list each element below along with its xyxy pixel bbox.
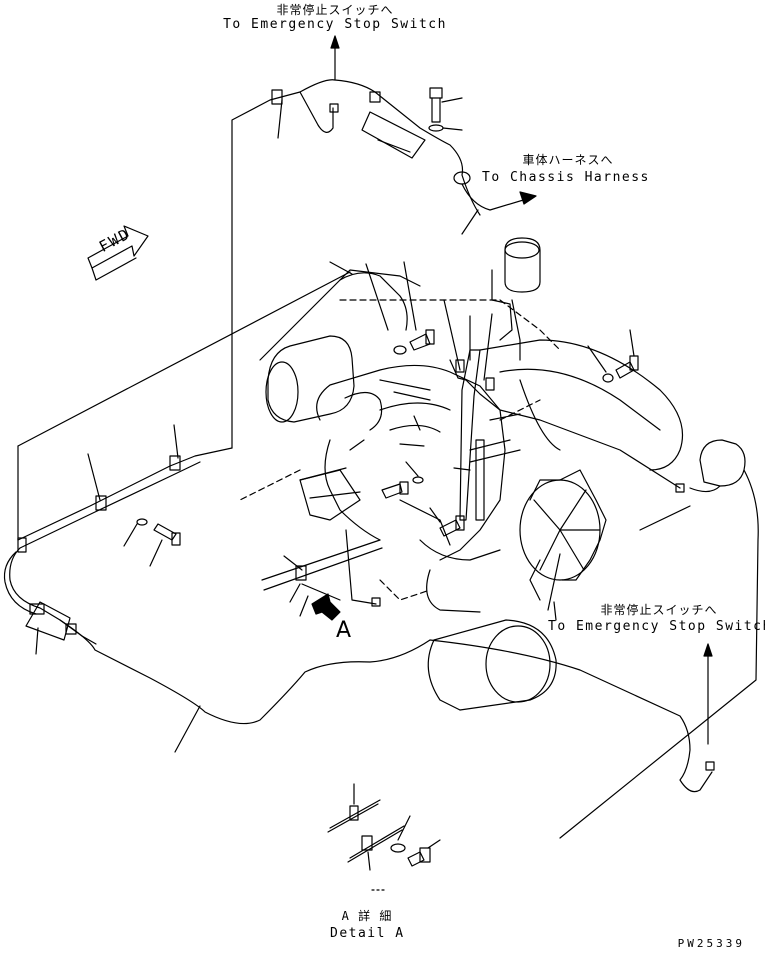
label-right-en: To Emergency Stop Switch — [548, 619, 765, 634]
label-detail-jp: A 詳 細 — [341, 909, 393, 923]
label-right-jp: 非常停止スイッチへ — [600, 603, 718, 617]
view-a-label: A — [336, 618, 352, 643]
view-a-arrow — [311, 593, 341, 621]
top-harness — [231, 35, 481, 449]
engine — [239, 237, 684, 711]
right-harness — [429, 469, 759, 839]
label-chassis-jp: 車体ハーネスへ — [522, 153, 614, 167]
label-top-en: To Emergency Stop Switch — [223, 17, 447, 32]
detail-a — [327, 783, 441, 891]
left-harness — [3, 271, 431, 753]
engine-harness — [299, 261, 746, 499]
lower-tank — [427, 619, 557, 711]
label-top-jp: 非常停止スイッチへ — [276, 3, 394, 17]
drawing-code: PW25339 — [677, 937, 745, 950]
bolt-left — [123, 518, 181, 567]
bolt-top — [428, 87, 463, 132]
label-chassis-en: To Chassis Harness — [482, 170, 650, 185]
engine-bolts — [381, 329, 639, 537]
clamp-assembly — [261, 529, 383, 617]
fan — [519, 469, 607, 601]
label-detail-en: Detail A — [330, 926, 405, 941]
chassis-harness-lead — [461, 183, 537, 235]
forward-arrow — [87, 225, 149, 281]
